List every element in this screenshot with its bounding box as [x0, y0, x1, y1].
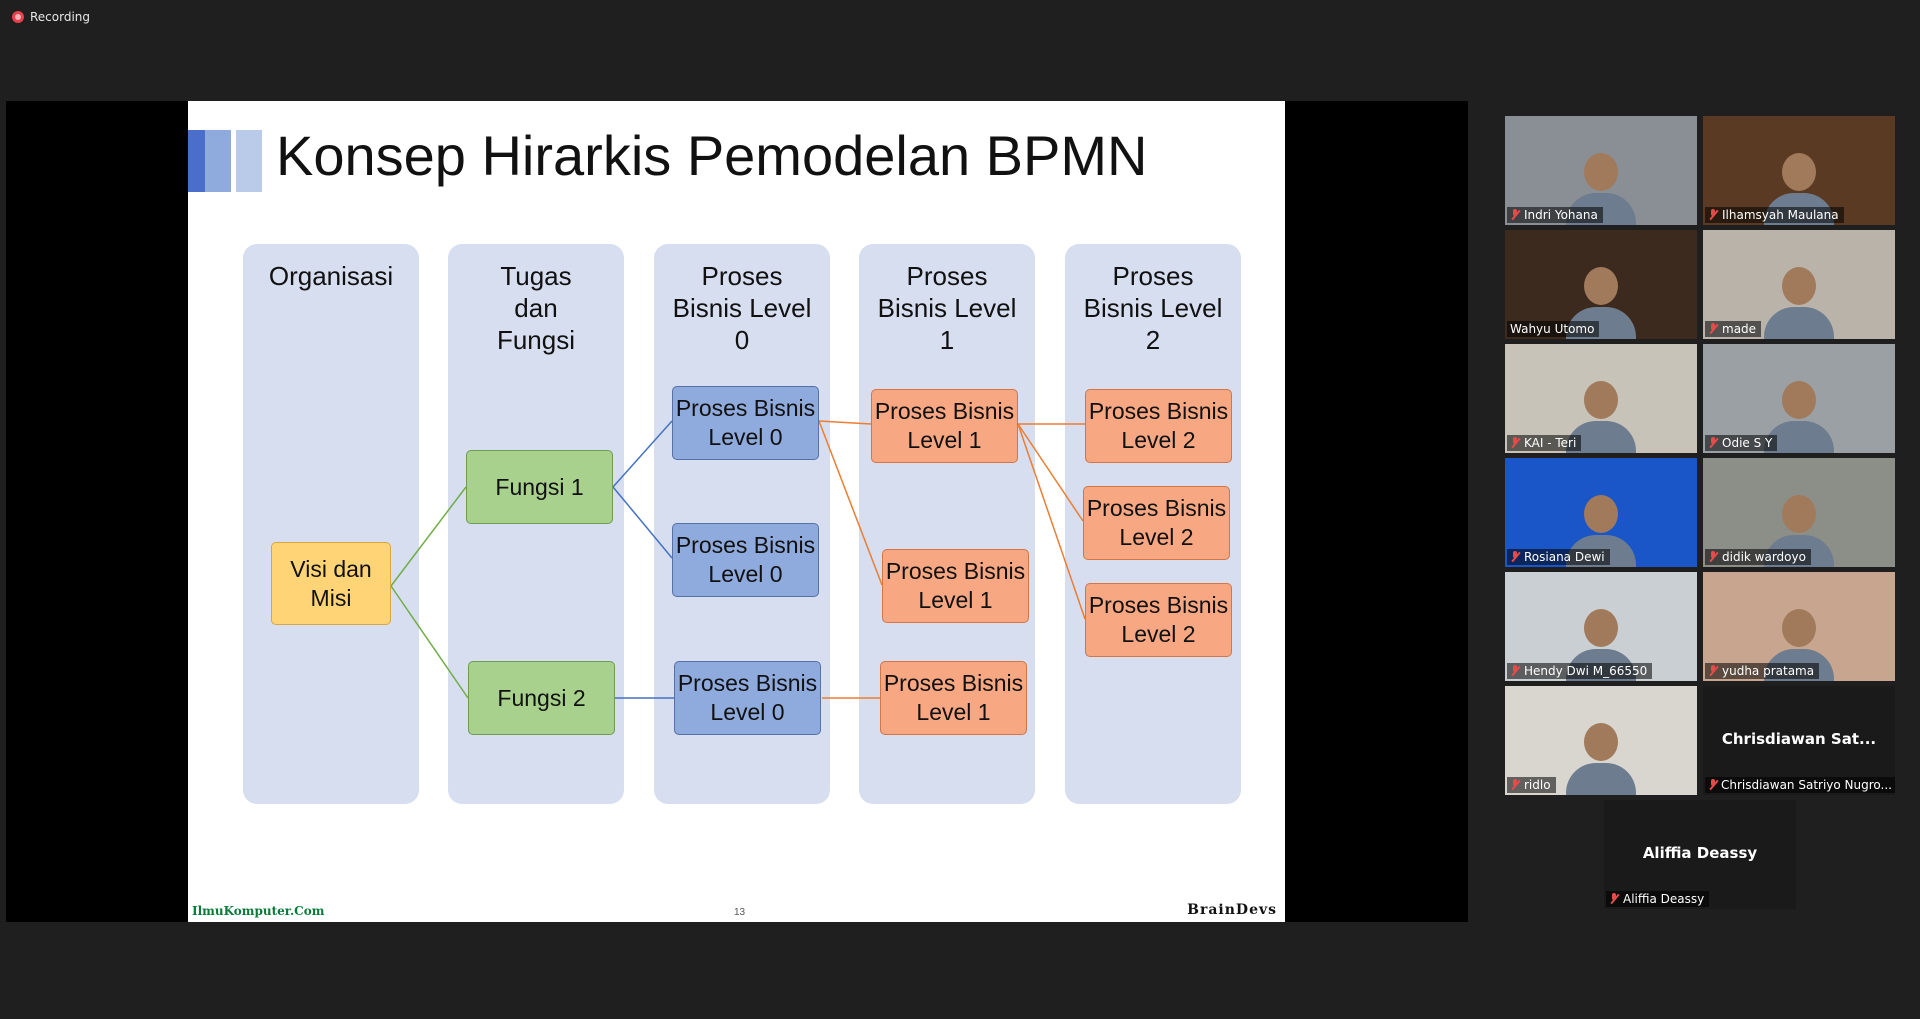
slide-page-number: 13	[734, 907, 746, 918]
recording-label: Recording	[30, 10, 91, 24]
participant-video	[1703, 344, 1895, 453]
participant-name: Ilhamsyah Maulana	[1722, 208, 1839, 222]
participant-name-bar: Rosiana Dewi	[1507, 549, 1610, 565]
muted-mic-icon	[1609, 893, 1619, 905]
participant-silhouette	[1562, 375, 1640, 453]
shared-screen[interactable]: Konsep Hirarkis Pemodelan BPMN Organisas…	[6, 101, 1468, 922]
participant-name: didik wardoyo	[1722, 550, 1806, 564]
participant-video	[1703, 116, 1895, 225]
participant-name-bar: Aliffia Deassy	[1606, 891, 1710, 907]
column-title: Tugas dan Fungsi	[496, 261, 576, 355]
participant-name-bar: yudha pratama	[1705, 663, 1820, 679]
node-level-2: Proses Bisnis Level 2	[1085, 583, 1232, 657]
participant-silhouette	[1562, 261, 1640, 339]
participant-name: Wahyu Utomo	[1510, 322, 1595, 336]
participant-video	[1505, 344, 1697, 453]
participant-display-name: Chrisdiawan Sat...	[1721, 730, 1877, 748]
participant-name: ridlo	[1524, 778, 1551, 792]
muted-mic-icon	[1510, 665, 1520, 677]
node-level-1: Proses Bisnis Level 1	[871, 389, 1018, 463]
node-level-0: Proses Bisnis Level 0	[674, 661, 821, 735]
participant-name: Rosiana Dewi	[1524, 550, 1605, 564]
node-level-1: Proses Bisnis Level 1	[880, 661, 1027, 735]
footer-logo-ilmukomputer: IlmuKomputer.Com	[192, 904, 325, 918]
participant-tile[interactable]: KAI - Teri	[1505, 344, 1697, 453]
recording-indicator: Recording	[12, 10, 90, 24]
participant-name-bar: Hendy Dwi M_66550	[1507, 663, 1653, 679]
participant-name: KAI - Teri	[1524, 436, 1577, 450]
participant-video	[1505, 686, 1697, 795]
node-level-0: Proses Bisnis Level 0	[672, 523, 819, 597]
muted-mic-icon	[1510, 209, 1520, 221]
participant-video-off	[1604, 800, 1796, 909]
participant-name-bar: ridlo	[1507, 777, 1556, 793]
slide-title: Konsep Hirarkis Pemodelan BPMN	[276, 124, 1148, 187]
participant-tile[interactable]: ridlo	[1505, 686, 1697, 795]
column-title: Organisasi	[268, 261, 394, 291]
participant-tile[interactable]: Odie S Y	[1703, 344, 1895, 453]
participant-silhouette	[1562, 717, 1640, 795]
presentation-slide: Konsep Hirarkis Pemodelan BPMN Organisas…	[188, 101, 1285, 922]
participant-name-bar: Odie S Y	[1705, 435, 1778, 451]
node-fungsi-1: Fungsi 1	[466, 450, 613, 524]
node-level-2: Proses Bisnis Level 2	[1083, 486, 1230, 560]
record-icon	[12, 11, 24, 23]
participant-name-bar: Indri Yohana	[1507, 207, 1603, 223]
node-level-1: Proses Bisnis Level 1	[882, 549, 1029, 623]
muted-mic-icon	[1708, 323, 1718, 335]
participant-tile[interactable]: didik wardoyo	[1703, 458, 1895, 567]
participant-tile-no-video[interactable]: Aliffia Deassy Aliffia Deassy	[1604, 800, 1796, 909]
participant-video	[1703, 458, 1895, 567]
participant-name-bar: Ilhamsyah Maulana	[1705, 207, 1844, 223]
participant-tile[interactable]: Hendy Dwi M_66550	[1505, 572, 1697, 681]
node-level-2: Proses Bisnis Level 2	[1085, 389, 1232, 463]
node-fungsi-2: Fungsi 2	[468, 661, 615, 735]
participant-tile[interactable]: Rosiana Dewi	[1505, 458, 1697, 567]
muted-mic-icon	[1510, 779, 1520, 791]
participant-name-bar: didik wardoyo	[1705, 549, 1811, 565]
participant-name: Aliffia Deassy	[1623, 892, 1705, 906]
participant-video	[1703, 572, 1895, 681]
muted-mic-icon	[1708, 779, 1717, 791]
column-organisasi: Organisasi	[243, 244, 419, 804]
title-bar-2	[205, 130, 231, 192]
participant-name: yudha pratama	[1722, 664, 1815, 678]
column-title: Proses Bisnis Level 2	[1083, 261, 1223, 355]
participant-video	[1505, 230, 1697, 339]
muted-mic-icon	[1708, 665, 1718, 677]
participant-name: Hendy Dwi M_66550	[1524, 664, 1648, 678]
participant-tile[interactable]: made	[1703, 230, 1895, 339]
participant-name: Indri Yohana	[1524, 208, 1598, 222]
participant-tile[interactable]: Indri Yohana	[1505, 116, 1697, 225]
column-title: Proses Bisnis Level 1	[877, 261, 1017, 355]
participant-name-bar: KAI - Teri	[1507, 435, 1582, 451]
title-bar-3	[236, 130, 262, 192]
participant-tile-active-speaker[interactable]: Wahyu Utomo	[1505, 230, 1697, 339]
muted-mic-icon	[1510, 437, 1520, 449]
muted-mic-icon	[1708, 209, 1718, 221]
participant-video-off	[1703, 686, 1895, 795]
node-visi-misi: Visi dan Misi	[271, 542, 391, 625]
node-level-0: Proses Bisnis Level 0	[672, 386, 819, 460]
participant-tile[interactable]: Ilhamsyah Maulana	[1703, 116, 1895, 225]
participant-silhouette	[1760, 261, 1838, 339]
participant-name: Odie S Y	[1722, 436, 1773, 450]
muted-mic-icon	[1708, 437, 1718, 449]
participant-name-bar: made	[1705, 321, 1762, 337]
participant-name-bar: Chrisdiawan Satriyo Nugro...	[1705, 777, 1895, 793]
muted-mic-icon	[1708, 551, 1718, 563]
participant-display-name: Aliffia Deassy	[1642, 844, 1758, 862]
participant-tile-no-video[interactable]: Chrisdiawan Sat... Chrisdiawan Satriyo N…	[1703, 686, 1895, 795]
footer-logo-braindevs: BrainDevs	[1187, 902, 1277, 918]
participant-name: made	[1722, 322, 1757, 336]
participant-tile[interactable]: yudha pratama	[1703, 572, 1895, 681]
muted-mic-icon	[1510, 551, 1520, 563]
participant-name-bar: Wahyu Utomo	[1507, 321, 1600, 337]
participant-name: Chrisdiawan Satriyo Nugro...	[1720, 778, 1892, 792]
column-title: Proses Bisnis Level 0	[672, 261, 812, 355]
participant-video	[1703, 230, 1895, 339]
